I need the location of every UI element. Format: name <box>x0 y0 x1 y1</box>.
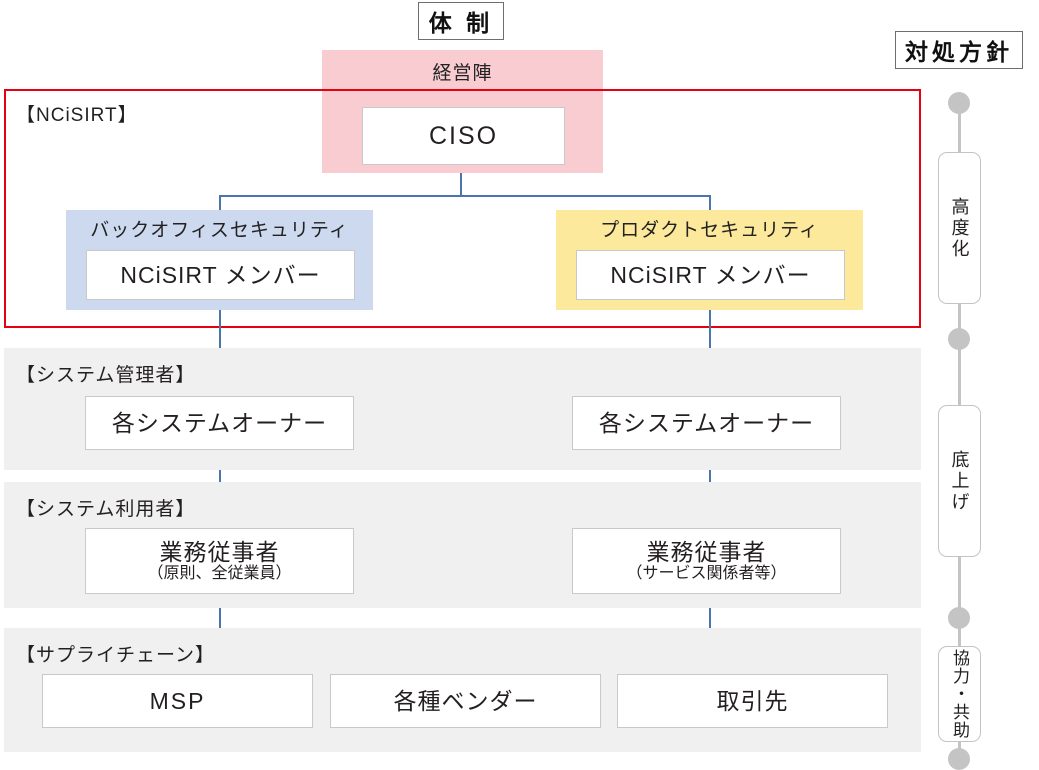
policy-stage-box-1: 高度化 <box>938 152 981 304</box>
policy-stage-box-2: 底上げ <box>938 405 981 557</box>
ciso-label: CISO <box>428 121 499 150</box>
policy-heading-box: 対処方針 <box>895 31 1023 69</box>
system-owner-right-label: 各システムオーナー <box>598 409 815 436</box>
product-security-title: プロダクトセキュリティ <box>600 220 819 241</box>
backoffice-security-title: バックオフィスセキュリティ <box>90 220 349 241</box>
band-system-user-label: 【システム利用者】 <box>16 499 196 520</box>
worker-box-right: 業務従事者 （サービス関係者等） <box>572 528 841 594</box>
supply-box-msp: MSP <box>42 674 313 728</box>
policy-heading-label: 対処方針 <box>905 39 1013 65</box>
worker-left-main: 業務従事者 <box>159 538 280 565</box>
supply-vendors-label: 各種ベンダー <box>393 687 538 714</box>
policy-axis-dot-3 <box>948 607 970 629</box>
connector-product-down <box>709 310 711 348</box>
product-security-panel: プロダクトセキュリティ NCiSIRT メンバー <box>556 210 863 310</box>
system-owner-box-right: 各システムオーナー <box>572 396 841 450</box>
connector-admin-to-user-left <box>219 470 221 482</box>
executive-panel: 経営陣 CISO <box>322 50 603 173</box>
band-system-admin-label: 【システム管理者】 <box>16 365 196 386</box>
ncisirt-frame-label: 【NCiSIRT】 <box>16 105 138 126</box>
worker-right-main: 業務従事者 <box>646 538 767 565</box>
policy-axis-dot-2 <box>948 328 970 350</box>
connector-to-backoffice <box>219 195 221 210</box>
policy-stage-label-2: 底上げ <box>949 449 970 513</box>
policy-stage-label-1: 高度化 <box>949 196 970 260</box>
supply-box-vendors: 各種ベンダー <box>330 674 601 728</box>
connector-backoffice-down <box>219 310 221 348</box>
system-owner-box-left: 各システムオーナー <box>85 396 354 450</box>
product-member-box: NCiSIRT メンバー <box>576 250 845 300</box>
connector-user-to-supply-right <box>709 608 711 628</box>
backoffice-member-label: NCiSIRT メンバー <box>120 261 321 288</box>
worker-right-sub: （サービス関係者等） <box>626 565 787 583</box>
supply-box-clients: 取引先 <box>617 674 888 728</box>
structure-heading-label: 体 制 <box>428 10 494 36</box>
connector-admin-to-user-right <box>709 470 711 482</box>
policy-stage-box-3: 協力・共助 <box>938 646 981 742</box>
supply-msp-label: MSP <box>149 687 206 714</box>
policy-axis-dot-4 <box>948 748 970 770</box>
worker-box-left: 業務従事者 （原則、全従業員） <box>85 528 354 594</box>
policy-axis-dot-1 <box>948 92 970 114</box>
worker-left-sub: （原則、全従業員） <box>147 565 292 583</box>
connector-ciso-stem <box>460 173 462 196</box>
ciso-box: CISO <box>362 107 565 165</box>
supply-clients-label: 取引先 <box>716 687 789 714</box>
band-supply-chain-label: 【サプライチェーン】 <box>16 645 216 666</box>
connector-horizontal-bus <box>219 195 711 197</box>
connector-to-product <box>709 195 711 210</box>
policy-stage-label-3: 協力・共助 <box>950 649 969 739</box>
backoffice-member-box: NCiSIRT メンバー <box>86 250 355 300</box>
product-member-label: NCiSIRT メンバー <box>610 261 811 288</box>
system-owner-left-label: 各システムオーナー <box>111 409 328 436</box>
connector-user-to-supply-left <box>219 608 221 628</box>
structure-heading-box: 体 制 <box>418 2 504 40</box>
executive-panel-title: 経営陣 <box>432 63 493 84</box>
backoffice-security-panel: バックオフィスセキュリティ NCiSIRT メンバー <box>66 210 373 310</box>
